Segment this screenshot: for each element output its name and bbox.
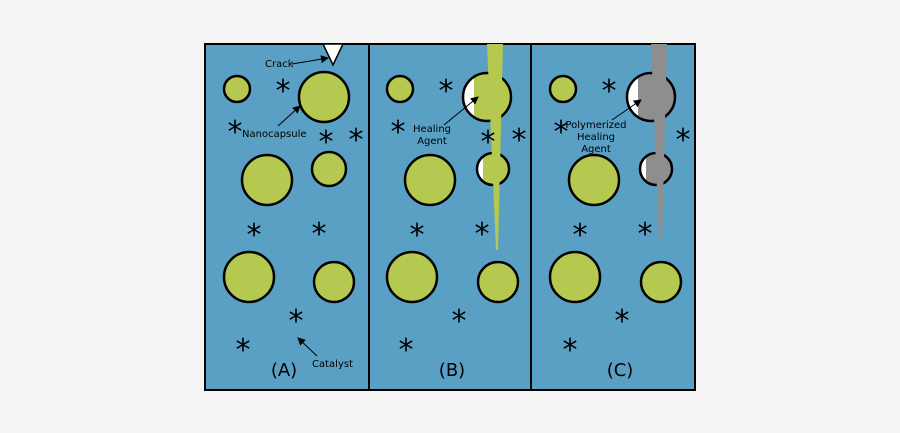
capsule — [548, 74, 578, 104]
catalyst-marker: * — [312, 217, 327, 252]
polymerized-capsule — [638, 151, 674, 187]
catalyst-marker: * — [247, 218, 262, 253]
catalyst-marker: * — [319, 125, 334, 160]
catalyst-marker: * — [676, 123, 691, 158]
catalyst-marker: * — [289, 304, 304, 339]
panel-a-catalysts: * * * * * * * * — [228, 74, 364, 368]
catalyst-marker: * — [452, 304, 467, 339]
crack-with-healing-agent — [487, 44, 503, 250]
panel-b-capsules — [385, 74, 520, 304]
catalyst-marker: * — [236, 333, 251, 368]
catalyst-marker: * — [276, 74, 291, 109]
capsule — [567, 153, 621, 207]
catalyst-marker: * — [399, 333, 414, 368]
catalyst-marker: * — [573, 218, 588, 253]
svg-text:Agent: Agent — [417, 136, 447, 147]
crack-arrow — [291, 55, 329, 65]
panel-a-label: (A) — [271, 360, 297, 381]
capsule — [222, 250, 276, 304]
svg-text:Healing: Healing — [577, 132, 615, 143]
crack-label: Crack — [265, 59, 294, 70]
capsule — [222, 74, 252, 104]
catalyst-label: Catalyst — [312, 359, 353, 370]
capsule — [385, 74, 415, 104]
catalyst-marker: * — [391, 115, 406, 150]
catalyst-marker: * — [615, 304, 630, 339]
capsule — [240, 153, 294, 207]
capsule — [548, 250, 602, 304]
capsule — [639, 260, 683, 304]
panel-b-catalysts: * * * * * * * * — [391, 74, 527, 368]
catalyst-marker: * — [638, 217, 653, 252]
panel-c-catalysts: * * * * * * * — [554, 74, 691, 368]
nanocapsule-label: Nanocapsule — [242, 129, 307, 140]
panel-a-capsules — [222, 70, 356, 304]
catalyst-marker: * — [602, 74, 617, 109]
catalyst-marker: * — [439, 74, 454, 109]
capsule — [403, 153, 457, 207]
capsule — [310, 150, 348, 188]
svg-text:Healing: Healing — [413, 124, 451, 135]
catalyst-marker: * — [512, 123, 527, 158]
panel-c-capsules — [548, 74, 683, 304]
catalyst-marker: * — [554, 115, 569, 150]
catalyst-marker: * — [481, 125, 496, 160]
catalyst-marker: * — [475, 217, 490, 252]
catalyst-marker: * — [563, 333, 578, 368]
healing-agent-arrow — [443, 96, 479, 126]
catalyst-marker: * — [228, 115, 243, 150]
nanocapsule-arrow — [277, 105, 301, 127]
capsule — [476, 260, 520, 304]
svg-text:Polymerized: Polymerized — [565, 120, 626, 131]
polymer-arrow — [611, 99, 642, 121]
capsule — [385, 250, 439, 304]
panel-c-label: (C) — [607, 360, 634, 381]
polymerized-healing-agent-label: Polymerized Healing Agent — [565, 120, 626, 155]
healing-agent-label: Healing Agent — [413, 124, 451, 147]
crack-notch — [321, 43, 345, 67]
crack-with-polymer — [651, 44, 667, 240]
capsule — [297, 70, 351, 124]
panel-b-label: (B) — [439, 360, 465, 381]
svg-text:Agent: Agent — [581, 144, 611, 155]
catalyst-marker: * — [349, 123, 364, 158]
capsule — [312, 260, 356, 304]
catalyst-arrow — [297, 337, 318, 357]
catalyst-marker: * — [410, 218, 425, 253]
